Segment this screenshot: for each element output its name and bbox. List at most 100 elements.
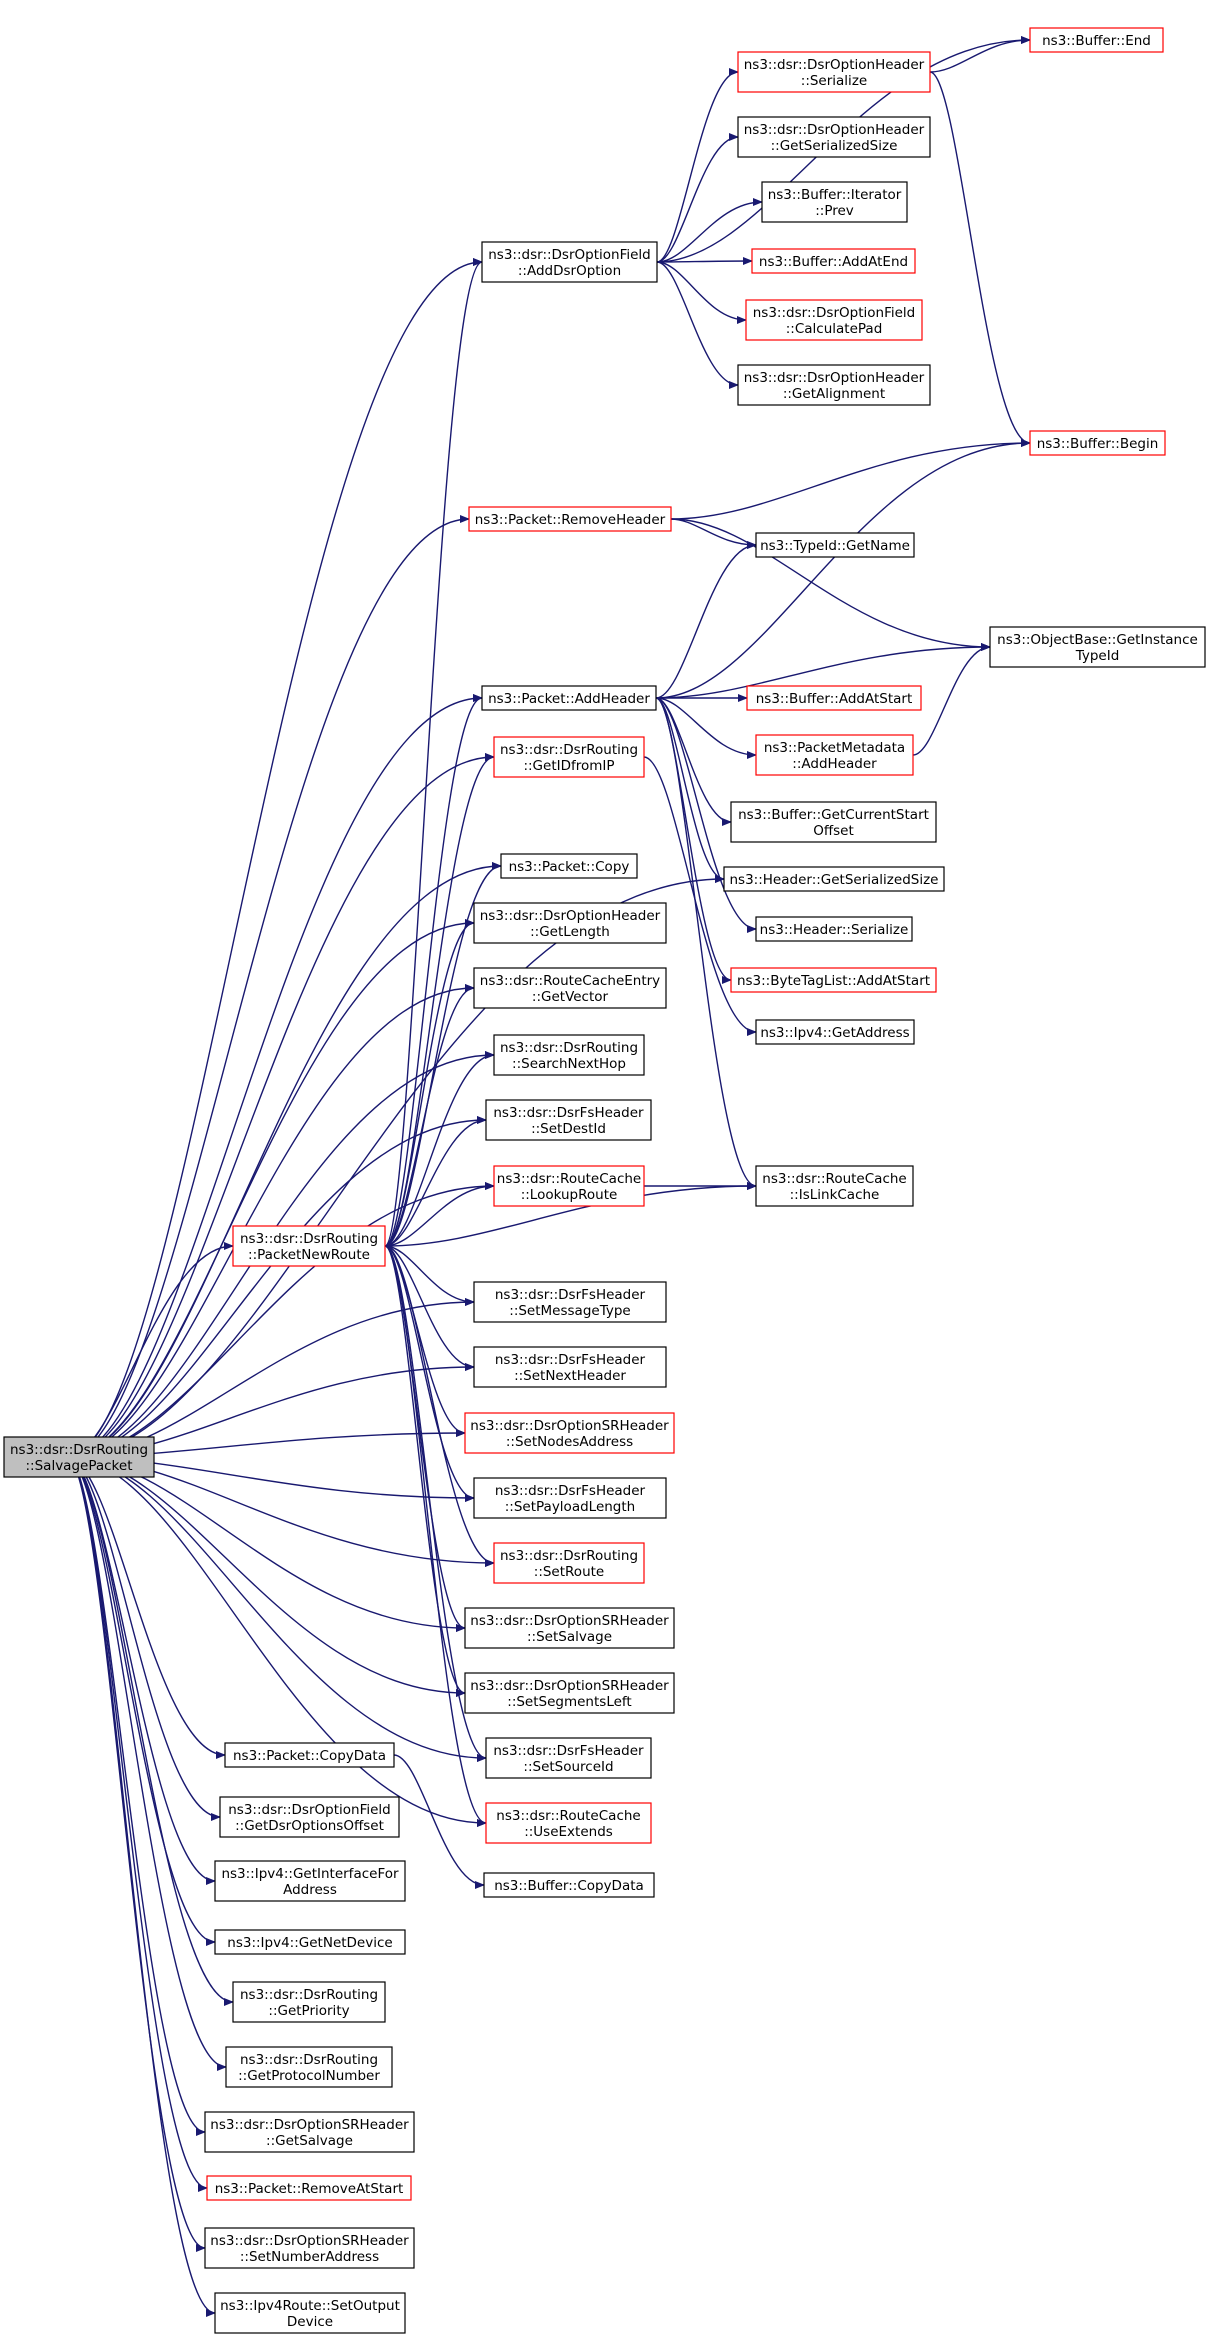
node-type-id-get-name[interactable]: ns3::TypeId::GetName — [755, 532, 915, 558]
node-add-header[interactable]: ns3::Packet::AddHeader — [481, 685, 657, 711]
node-sr-set-num-addr[interactable]: ns3::dsr::DsrOptionSRHeader::SetNumberAd… — [204, 2227, 415, 2269]
node-box — [473, 1281, 667, 1323]
node-box — [204, 2227, 415, 2269]
node-search-next-hop[interactable]: ns3::dsr::DsrRouting::SearchNextHop — [493, 1034, 645, 1076]
node-calc-pad[interactable]: ns3::dsr::DsrOptionField::CalculatePad — [745, 299, 923, 341]
node-pkt-copy-data[interactable]: ns3::Packet::CopyData — [224, 1742, 395, 1768]
node-label: ns3::Buffer::Iterator — [768, 187, 902, 203]
node-ipv4-get-net-dev[interactable]: ns3::Ipv4::GetNetDevice — [214, 1929, 406, 1955]
node-label: ::LookupRoute — [521, 1187, 618, 1203]
node-label: ns3::dsr::DsrRouting — [240, 1987, 378, 2003]
node-opt-get-length[interactable]: ns3::dsr::DsrOptionHeader::GetLength — [473, 902, 667, 944]
edge-add-header-to-type-id-get-name — [655, 541, 757, 699]
node-box — [464, 1672, 675, 1714]
node-sr-get-salvage[interactable]: ns3::dsr::DsrOptionSRHeader::GetSalvage — [204, 2111, 415, 2153]
node-box — [989, 626, 1206, 668]
node-pm-add-header[interactable]: ns3::PacketMetadata::AddHeader — [755, 734, 914, 776]
edge-packet-new-route-to-rce-get-vector — [384, 984, 475, 1247]
node-buf-add-at-start[interactable]: ns3::Buffer::AddAtStart — [746, 685, 922, 711]
node-remove-at-start[interactable]: ns3::Packet::RemoveAtStart — [206, 2175, 412, 2201]
edge-packet-new-route-to-set-route — [384, 1245, 495, 1567]
node-get-dsr-opt-offset[interactable]: ns3::dsr::DsrOptionField::GetDsrOptionsO… — [219, 1796, 400, 1838]
edge-packet-new-route-to-opt-get-length — [384, 919, 475, 1247]
node-label: ns3::Ipv4::GetNetDevice — [227, 1935, 392, 1951]
node-get-priority[interactable]: ns3::dsr::DsrRouting::GetPriority — [232, 1981, 386, 2023]
node-label: Address — [283, 1882, 337, 1898]
node-fs-set-source-id[interactable]: ns3::dsr::DsrFsHeader::SetSourceId — [485, 1737, 652, 1779]
node-label: ::SetNodesAddress — [506, 1434, 633, 1450]
node-box — [206, 2175, 412, 2201]
node-sr-set-nodes-addr[interactable]: ns3::dsr::DsrOptionSRHeader::SetNodesAdd… — [464, 1412, 675, 1454]
node-box — [755, 532, 915, 558]
node-label: ns3::Packet::AddHeader — [488, 691, 650, 707]
node-get-id-from-ip[interactable]: ns3::dsr::DsrRouting::GetIDfromIP — [493, 736, 645, 778]
node-box — [214, 1929, 406, 1955]
node-packet-new-route[interactable]: ns3::dsr::DsrRouting::PacketNewRoute — [232, 1225, 386, 1267]
node-label: ns3::Ipv4Route::SetOutput — [220, 2298, 400, 2314]
node-label: ns3::Packet::CopyData — [233, 1748, 386, 1764]
node-get-align[interactable]: ns3::dsr::DsrOptionHeader::GetAlignment — [737, 364, 931, 406]
node-use-extends[interactable]: ns3::dsr::RouteCache::UseExtends — [485, 1802, 652, 1844]
node-label: ::SetMessageType — [509, 1303, 630, 1319]
edge-root-to-get-id-from-ip — [66, 753, 495, 1458]
node-lookup-route[interactable]: ns3::dsr::RouteCache::LookupRoute — [493, 1165, 645, 1207]
node-box — [214, 2292, 406, 2334]
node-label: ::GetSerializedSize — [771, 138, 898, 154]
node-box — [464, 1607, 675, 1649]
node-box — [481, 685, 657, 711]
nodes-layer: ns3::dsr::DsrRouting::SalvagePacketns3::… — [3, 27, 1206, 2334]
node-remove-header[interactable]: ns3::Packet::RemoveHeader — [468, 506, 672, 532]
node-hdr-get-ser-size[interactable]: ns3::Header::GetSerializedSize — [723, 866, 945, 892]
node-fs-set-dest-id[interactable]: ns3::dsr::DsrFsHeader::SetDestId — [485, 1099, 652, 1141]
node-opt-serialize[interactable]: ns3::dsr::DsrOptionHeader::Serialize — [737, 51, 931, 93]
node-rce-get-vector[interactable]: ns3::dsr::RouteCacheEntry::GetVector — [473, 967, 667, 1009]
node-fs-set-msg-type[interactable]: ns3::dsr::DsrFsHeader::SetMessageType — [473, 1281, 667, 1323]
node-label: ns3::dsr::DsrRouting — [500, 1040, 638, 1056]
node-label: ::GetVector — [532, 989, 609, 1005]
node-label: ::Prev — [815, 203, 854, 219]
node-label: ns3::dsr::RouteCache — [762, 1171, 906, 1187]
node-buf-copy-data[interactable]: ns3::Buffer::CopyData — [483, 1872, 655, 1898]
node-get-proto-num[interactable]: ns3::dsr::DsrRouting::GetProtocolNumber — [225, 2046, 393, 2088]
node-label: ::SetNumberAddress — [240, 2249, 379, 2265]
edge-get-id-from-ip-to-ipv4-get-addr — [643, 756, 757, 1036]
node-is-link-cache[interactable]: ns3::dsr::RouteCache::IsLinkCache — [755, 1165, 914, 1207]
node-hdr-serialize[interactable]: ns3::Header::Serialize — [755, 916, 913, 942]
node-box — [493, 736, 645, 778]
node-fs-set-payload-len[interactable]: ns3::dsr::DsrFsHeader::SetPayloadLength — [473, 1477, 667, 1519]
node-opt-get-ser-size[interactable]: ns3::dsr::DsrOptionHeader::GetSerialized… — [737, 116, 931, 158]
node-buf-iter-prev[interactable]: ns3::Buffer::Iterator::Prev — [761, 181, 908, 223]
node-box — [493, 1542, 645, 1584]
node-fs-set-next-header[interactable]: ns3::dsr::DsrFsHeader::SetNextHeader — [473, 1346, 667, 1388]
node-label: ::GetDsrOptionsOffset — [235, 1818, 384, 1834]
node-label: ns3::Buffer::Begin — [1037, 436, 1159, 452]
node-label: ::IsLinkCache — [790, 1187, 880, 1203]
node-box — [464, 1412, 675, 1454]
node-buf-begin[interactable]: ns3::Buffer::Begin — [1029, 430, 1166, 456]
node-root[interactable]: ns3::dsr::DsrRouting::SalvagePacket — [3, 1436, 155, 1478]
node-pkt-copy[interactable]: ns3::Packet::Copy — [500, 853, 638, 879]
node-box — [232, 1225, 386, 1267]
edge-root-to-remove-at-start — [66, 1456, 208, 2192]
node-set-route[interactable]: ns3::dsr::DsrRouting::SetRoute — [493, 1542, 645, 1584]
node-btl-add-at-start[interactable]: ns3::ByteTagList::AddAtStart — [730, 967, 937, 993]
node-buf-add-at-end[interactable]: ns3::Buffer::AddAtEnd — [751, 248, 916, 274]
node-label: ns3::dsr::DsrOptionSRHeader — [470, 1678, 669, 1694]
node-add-dsr-option[interactable]: ns3::dsr::DsrOptionField::AddDsrOption — [481, 241, 658, 283]
node-label: ns3::Packet::RemoveHeader — [475, 512, 666, 528]
node-label: ns3::dsr::DsrOptionSRHeader — [210, 2233, 409, 2249]
node-buf-end[interactable]: ns3::Buffer::End — [1029, 27, 1164, 53]
node-sr-set-salvage[interactable]: ns3::dsr::DsrOptionSRHeader::SetSalvage — [464, 1607, 675, 1649]
node-ipv4-get-addr[interactable]: ns3::Ipv4::GetAddress — [755, 1019, 915, 1045]
node-box — [751, 248, 916, 274]
node-label: ns3::dsr::RouteCacheEntry — [480, 973, 660, 989]
edge-opt-serialize-to-buf-begin — [929, 71, 1031, 447]
node-box — [225, 2046, 393, 2088]
node-sr-set-seg-left[interactable]: ns3::dsr::DsrOptionSRHeader::SetSegments… — [464, 1672, 675, 1714]
node-label: ns3::dsr::DsrFsHeader — [495, 1352, 646, 1368]
